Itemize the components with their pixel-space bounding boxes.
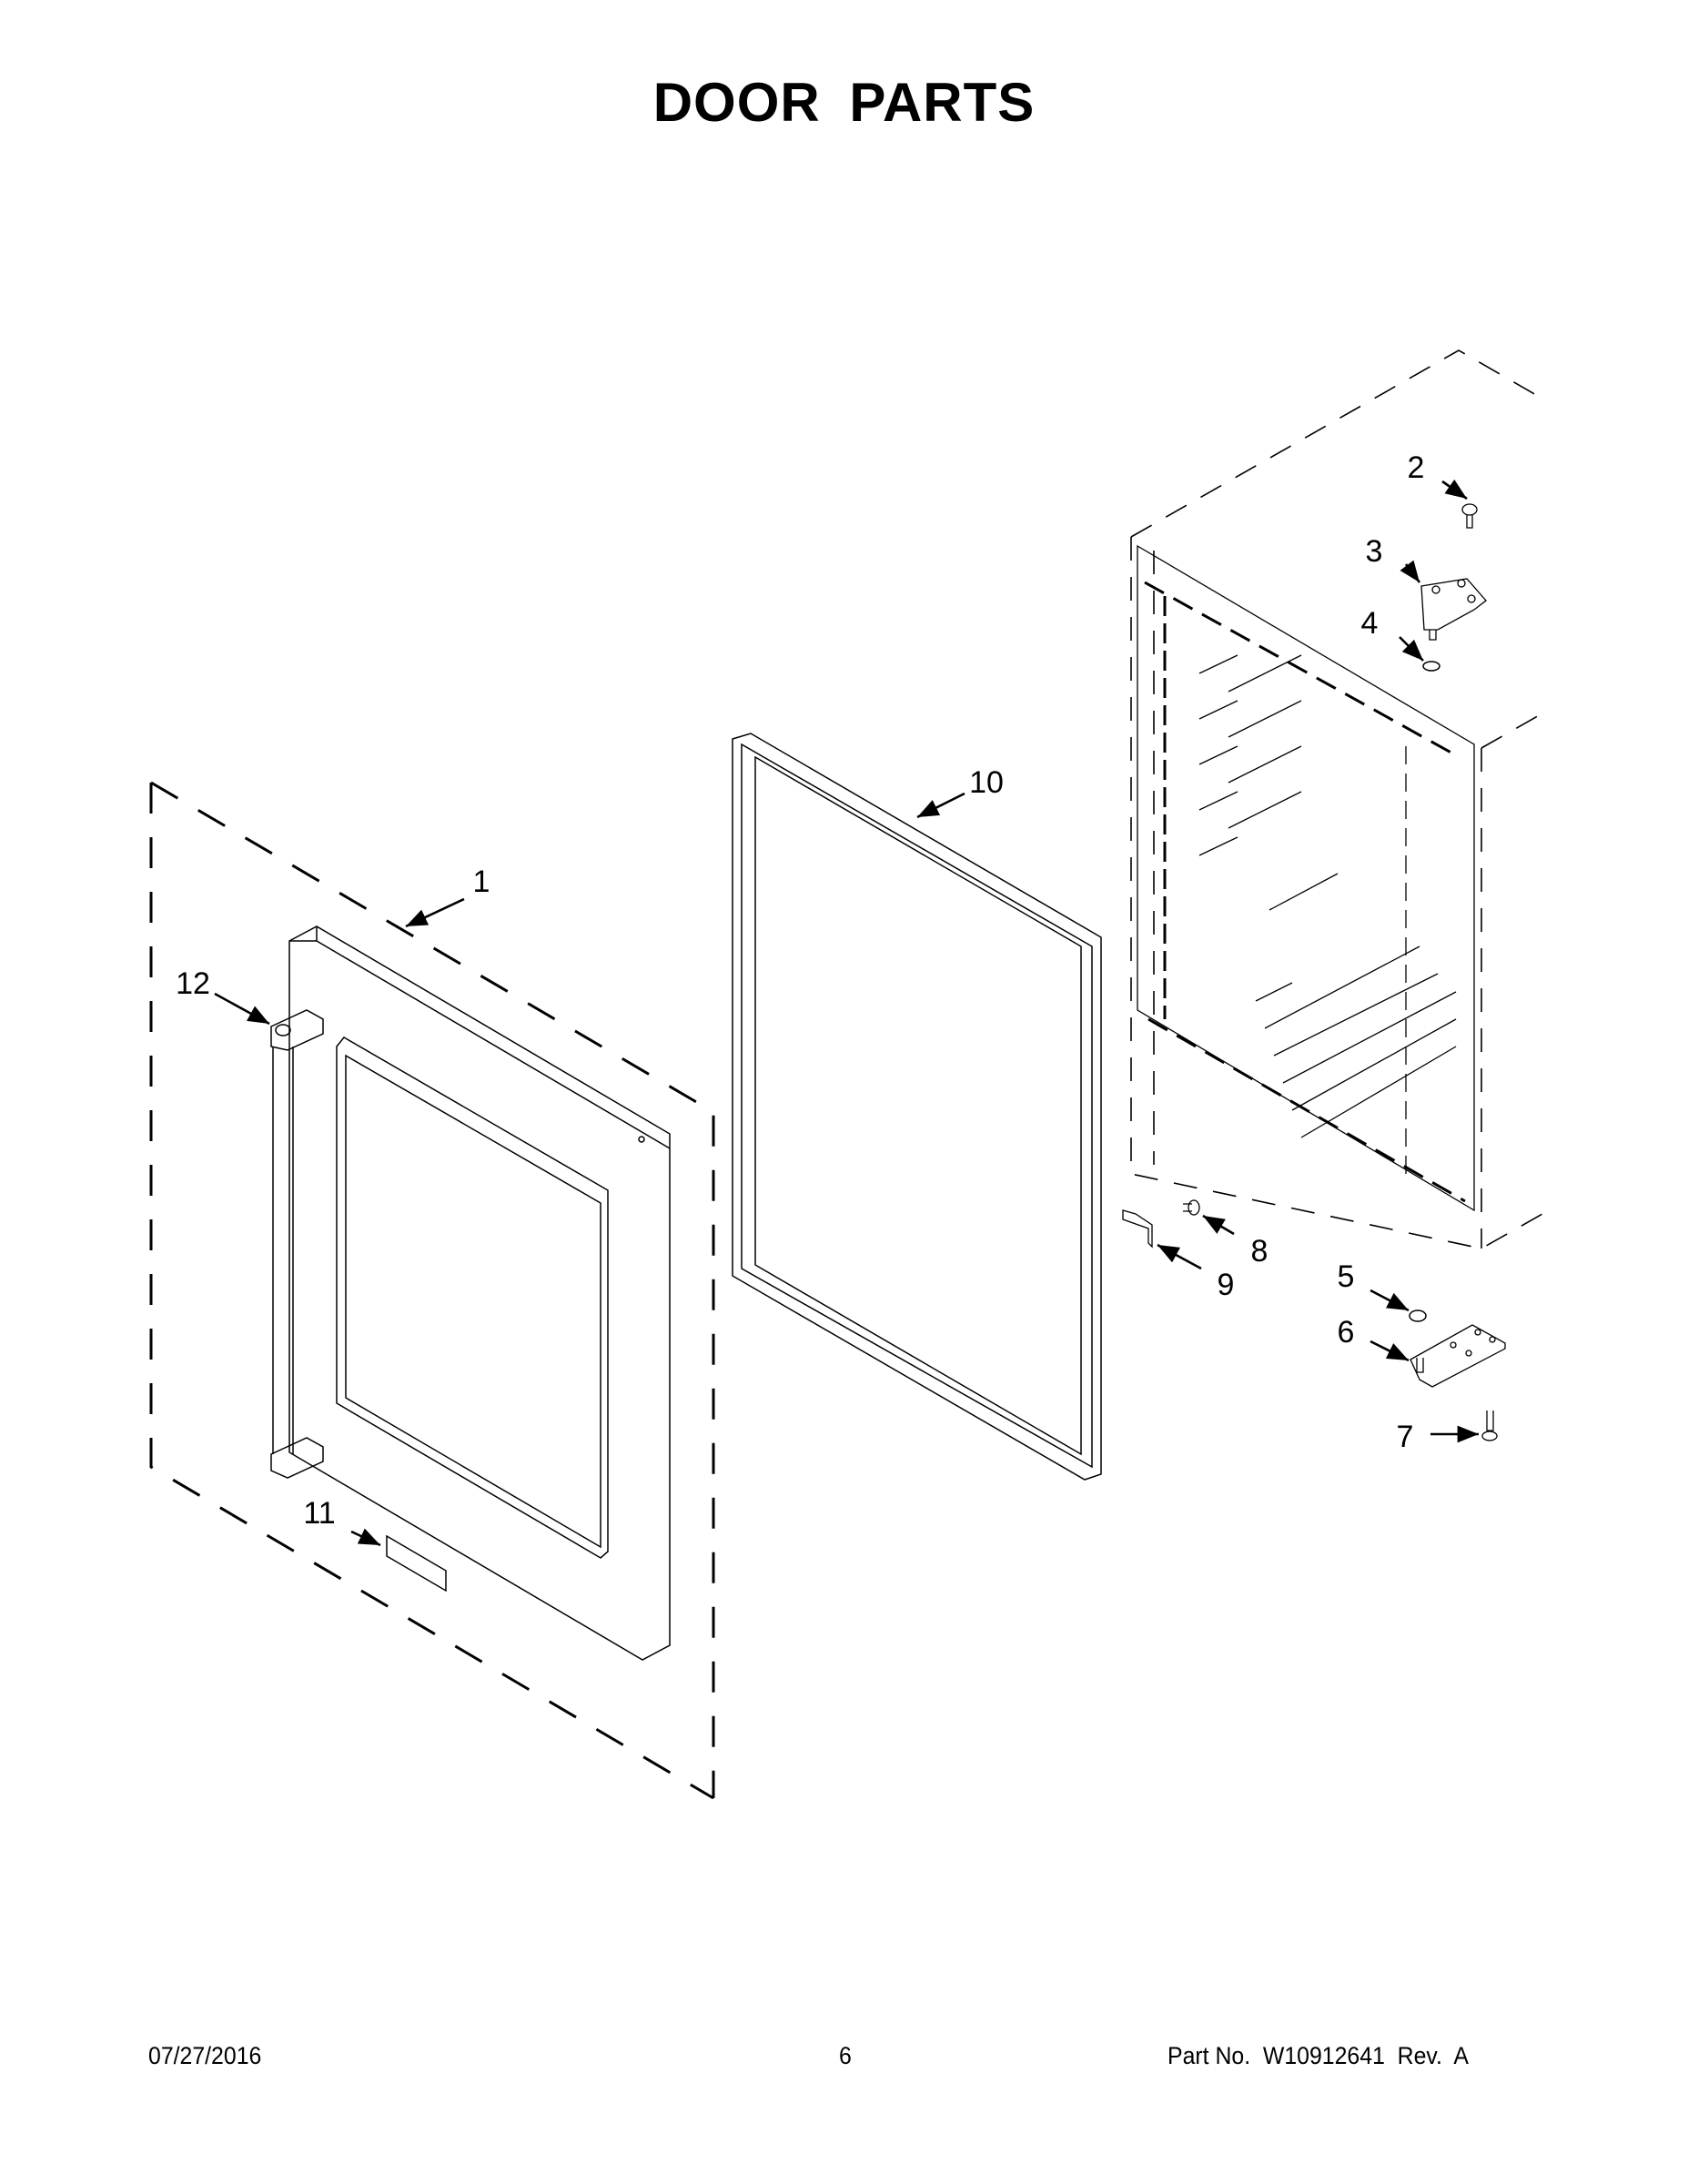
door-handle xyxy=(270,1009,324,1479)
part-6-lower-hinge xyxy=(1410,1324,1506,1388)
page-title: DOOR PARTS xyxy=(652,72,1036,133)
leader-arrows xyxy=(214,479,1479,1547)
part-2-screw xyxy=(1461,503,1478,529)
callout-4: 4 xyxy=(1360,606,1379,641)
callout-9: 9 xyxy=(1217,1268,1235,1302)
callout-7: 7 xyxy=(1396,1420,1414,1454)
part-4-washer xyxy=(1422,661,1440,672)
callout-8: 8 xyxy=(1250,1234,1269,1269)
callout-1: 1 xyxy=(472,864,490,899)
callout-5: 5 xyxy=(1337,1259,1355,1294)
part-5-bushing xyxy=(1409,1309,1427,1322)
part-1-door-bounding-box xyxy=(149,781,715,1800)
cabinet-outline xyxy=(1130,349,1543,1249)
part-1-door-panel xyxy=(288,925,671,1661)
callout-6: 6 xyxy=(1337,1315,1355,1350)
part-3-upper-hinge xyxy=(1420,578,1487,641)
part-9-bracket xyxy=(1122,1209,1153,1249)
footer-page-number: 6 xyxy=(839,2042,852,2069)
callout-12: 12 xyxy=(176,966,210,1001)
callout-10: 10 xyxy=(969,765,1004,800)
part-11-badge xyxy=(386,1534,447,1592)
footer-date: 07/27/2016 xyxy=(148,2042,262,2069)
callout-3: 3 xyxy=(1365,534,1383,569)
cabinet-interior xyxy=(1137,544,1475,1212)
callout-11: 11 xyxy=(303,1496,336,1531)
part-8-screw xyxy=(1183,1199,1200,1216)
part-10-door-gasket xyxy=(732,733,1102,1481)
cabinet-shelf-slots xyxy=(1198,654,1457,1138)
footer-part-number: Part No. W10912641 Rev. A xyxy=(1167,2042,1469,2069)
part-7-screw xyxy=(1481,1410,1498,1441)
callout-2: 2 xyxy=(1407,450,1425,485)
